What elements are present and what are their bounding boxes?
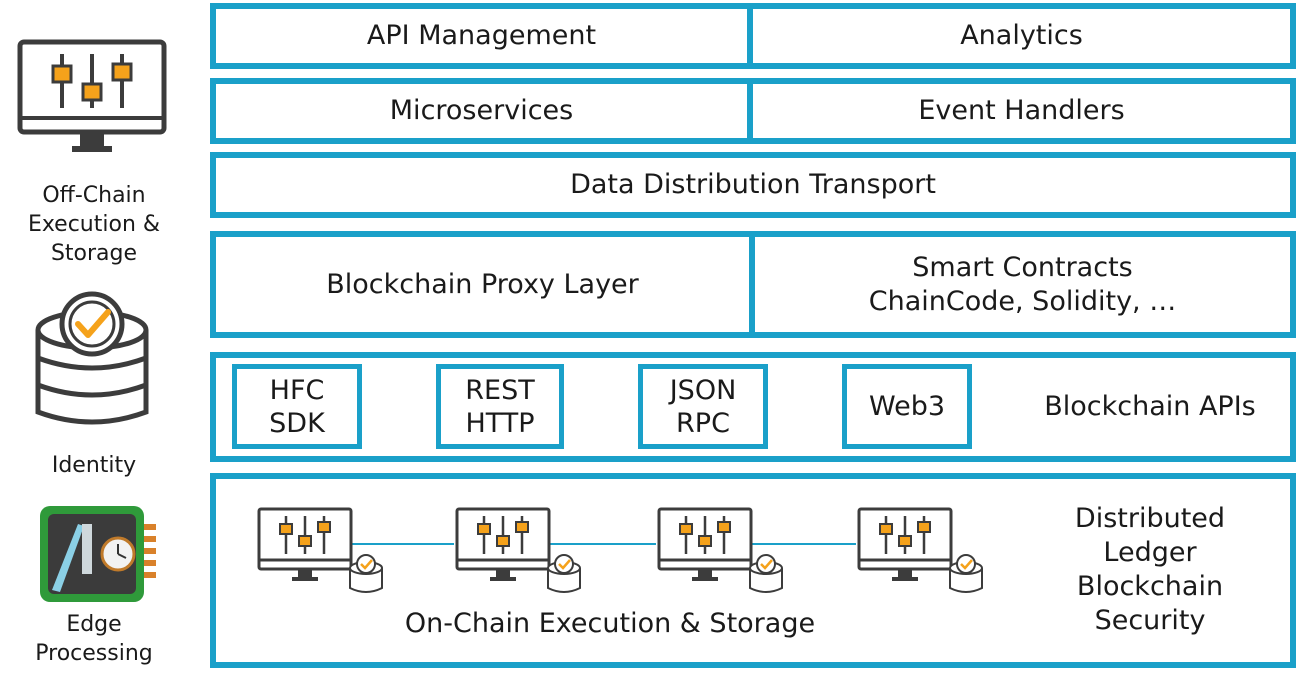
api-rest-http: REST HTTP: [436, 364, 564, 449]
smart-contracts-title: Smart Contracts: [912, 251, 1133, 283]
offchain-label: Off-Chain Execution & Storage: [27, 183, 161, 266]
identity-label: Identity: [51, 453, 137, 478]
blockchain-apis-label: Blockchain APIs: [1044, 391, 1256, 422]
layer4-divider: [749, 231, 755, 338]
api-analytics-layer: [210, 3, 1296, 69]
monitor-sliders-icon: [16, 38, 168, 162]
chain-node-2: [454, 506, 586, 600]
edge-processing-label: Edge Processing: [35, 612, 153, 666]
api-web3-line1: Web3: [868, 391, 946, 422]
microservices-label: Microservices: [389, 95, 574, 126]
layer1-divider: [747, 3, 753, 69]
data-distribution-label: Data Distribution Transport: [570, 169, 936, 200]
on-chain-label: On-Chain Execution & Storage: [404, 608, 816, 639]
api-hfc-line2: SDK: [269, 407, 325, 439]
chain-node-4: [856, 506, 988, 600]
services-layer: [210, 78, 1296, 144]
api-hfc-sdk: HFC SDK: [232, 364, 362, 449]
ledger-line-distributed: Distributed: [1074, 503, 1226, 534]
chain-node-3: [656, 506, 788, 600]
api-rest-line2: HTTP: [465, 407, 535, 439]
ledger-description: Distributed Ledger Blockchain Security: [1020, 502, 1280, 638]
layer2-divider: [747, 78, 753, 144]
chain-link-3: [750, 543, 856, 545]
api-json-line2: RPC: [676, 407, 730, 439]
analytics-label: Analytics: [960, 20, 1083, 51]
database-check-icon: [30, 288, 154, 432]
chain-link-1: [350, 543, 454, 545]
ledger-line-security: Security: [1094, 605, 1206, 636]
chain-link-2: [548, 543, 656, 545]
smart-contracts-languages: ChainCode, Solidity, …: [868, 285, 1177, 317]
api-management-label: API Management: [366, 20, 597, 51]
proxy-layer-label: Blockchain Proxy Layer: [326, 268, 639, 300]
api-json-line1: JSON: [669, 374, 737, 406]
api-rest-line1: REST: [465, 374, 535, 406]
api-json-rpc: JSON RPC: [638, 364, 768, 449]
edge-chip-icon: [38, 502, 162, 606]
chain-node-1: [256, 506, 388, 600]
ledger-line-ledger: Ledger: [1103, 537, 1197, 568]
api-hfc-line1: HFC: [269, 374, 325, 406]
event-handlers-label: Event Handlers: [918, 95, 1125, 126]
smart-contracts-label: Smart Contracts ChainCode, Solidity, …: [755, 237, 1290, 332]
data-distribution-layer: [210, 152, 1296, 218]
api-web3: Web3: [842, 364, 972, 449]
ledger-line-blockchain: Blockchain: [1076, 571, 1224, 602]
